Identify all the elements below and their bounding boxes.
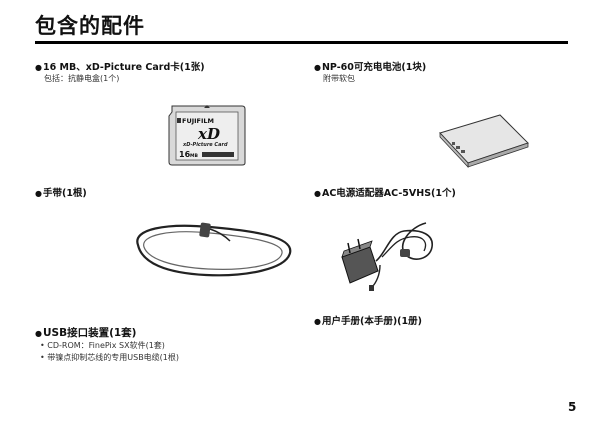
bullet-icon: ● [35,63,42,72]
item-manual-heading: ●用户手册(本手册)(1册) [314,313,422,327]
card-name: xD-Picture Card [182,142,228,148]
hand-strap-image [136,222,292,277]
item-usb-heading: ●USB接口装置(1套) [35,325,136,340]
item-xd-card-heading: ●16 MB、xD-Picture Card卡(1张) [35,59,205,73]
bullet-icon: ● [314,317,321,326]
item-usb-label: USB接口装置(1套) [42,327,137,339]
item-xd-card-note: 包括：抗静电盒(1个) [44,74,120,83]
xd-card-image: FUJIFILM xD xD-Picture Card 16 MB [168,105,246,166]
card-logo: xD [197,125,220,143]
page-title: 包含的配件 [35,14,145,38]
card-capacity: 16 [179,150,191,159]
bullet-icon: ● [314,189,321,198]
item-manual-label: 用户手册(本手册)(1册) [321,316,422,327]
item-usb-note-cable: • 带镍点抑制芯线的专用USB电缆(1根) [40,353,180,362]
card-brand: FUJIFILM [182,117,214,125]
item-battery-heading: ●NP-60可充电电池(1块) [314,59,426,73]
bullet-icon: ● [35,329,42,338]
bullet-icon: ● [314,63,321,72]
item-strap-heading: ●手带(1根) [35,185,87,199]
item-battery-label: NP-60可充电电池(1块) [321,62,427,73]
bullet-icon: ● [35,189,42,198]
item-usb-note-cdrom: • CD-ROM：FinePix SX软件(1套) [40,341,165,350]
battery-image [439,114,529,169]
item-battery-note: 附带软包 [323,74,355,83]
title-rule [35,41,568,44]
item-ac-adapter-label: AC电源适配器AC-5VHS(1个) [321,188,456,199]
card-unit: MB [190,153,198,159]
page-number: 5 [568,400,577,414]
item-strap-label: 手带(1根) [42,188,87,199]
item-xd-card-label: 16 MB、xD-Picture Card卡(1张) [42,62,205,73]
ac-adapter-image [341,222,433,291]
fujifilm-logo-icon [177,118,181,123]
item-ac-adapter-heading: ●AC电源适配器AC-5VHS(1个) [314,185,456,199]
